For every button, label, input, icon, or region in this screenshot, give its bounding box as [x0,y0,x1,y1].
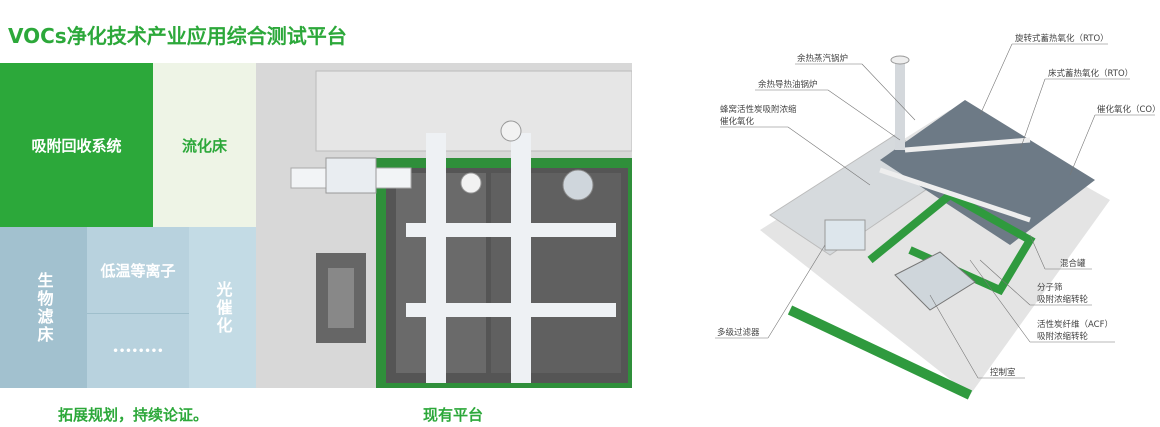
label-bed-rto: 床式蓄热氧化（RTO） [1048,68,1133,79]
label-steam-boiler: 余热蒸汽锅炉 [797,53,848,64]
label-sieve-1: 分子筛 [1037,282,1063,293]
label-oil-boiler: 余热导热油锅炉 [758,79,818,90]
tile-label: 生物滤床 [34,271,54,344]
label-mixing-tank: 混合罐 [1060,258,1086,269]
label-co: 催化氧化（CO） [1097,104,1160,115]
tile-biofilter: 生物滤床 [0,227,87,388]
tile-adsorption: 吸附回收系统 [0,63,153,227]
label-acf-1: 活性炭纤维（ACF） [1037,319,1113,330]
label-filter: 多级过滤器 [717,327,760,338]
tile-label: 光催化 [213,280,233,335]
tile-fluidized-bed: 流化床 [153,63,256,227]
page-title: VOCs净化技术产业应用综合测试平台 [8,24,347,48]
tile-photocatalysis: 光催化 [189,227,256,388]
label-honeycomb-1: 蜂窝活性炭吸附浓缩 [720,104,797,115]
plant-isometric-diagram: 旋转式蓄热氧化（RTO） 余热蒸汽锅炉 床式蓄热氧化（RTO） 余热导热油锅炉 … [700,20,1160,410]
tile-label: 低温等离子 [100,261,176,280]
caption-left: 拓展规划，持续论证。 [58,406,209,424]
tile-more: •••••••• [87,314,189,388]
label-control-room: 控制室 [990,367,1016,378]
tile-plasma: 低温等离子 [87,227,189,314]
tile-label: 吸附回收系统 [31,136,122,155]
caption-middle: 现有平台 [423,406,484,424]
label-acf-2: 吸附浓缩转轮 [1037,331,1089,342]
tile-label: •••••••• [112,345,164,357]
label-sieve-2: 吸附浓缩转轮 [1037,294,1089,305]
label-honeycomb-2: 催化氧化 [720,116,755,127]
plant-top-view-image [256,63,632,388]
label-rotary-rto: 旋转式蓄热氧化（RTO） [1015,33,1109,44]
tile-label: 流化床 [181,136,227,155]
